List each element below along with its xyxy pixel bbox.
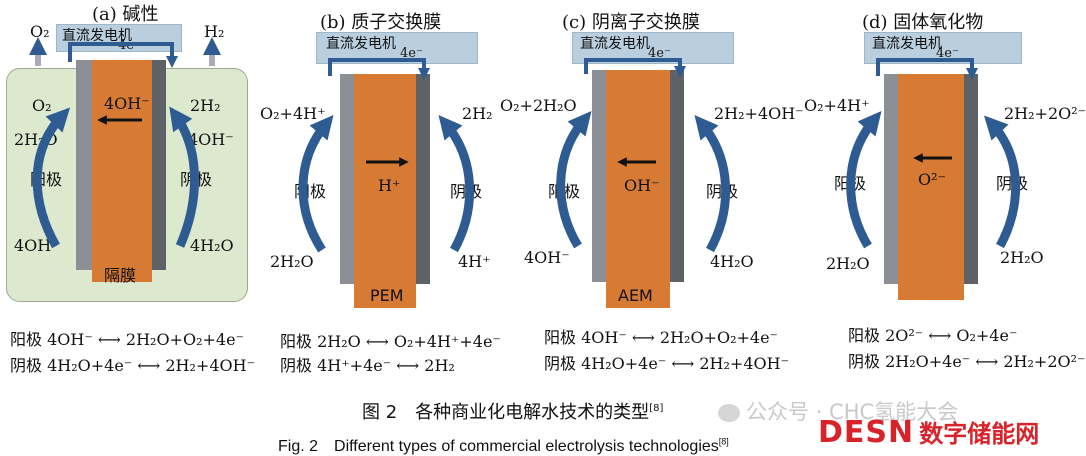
- panel-title: (d) 固体氧化物: [862, 12, 984, 33]
- left-top-species: O₂+4H⁺: [804, 96, 870, 115]
- figure-caption-cn: 图 2 各种商业化电解水技术的类型[8]: [362, 402, 664, 423]
- electron-label: 4e⁻: [648, 46, 671, 61]
- dc-generator: [56, 24, 182, 52]
- generator-label: 直流发电机: [326, 36, 396, 52]
- left-top-species: O₂+4H⁺: [260, 104, 326, 123]
- external-circuit-arrow: [584, 58, 686, 78]
- anode-electrode: [340, 74, 354, 284]
- eq-c-anode: 阳极 4OH⁻ ⟷ 2H₂O+O₂+4e⁻: [544, 328, 778, 347]
- eq-d-cathode: 阴极 2H₂O+4e⁻ ⟷ 2H₂+2O²⁻: [848, 352, 1086, 371]
- gas-out-left: O₂: [30, 22, 50, 41]
- left-bottom-species: 4OH⁻: [524, 248, 570, 267]
- gas-out-right: H₂: [204, 22, 225, 41]
- right-top-species: 2H₂: [190, 96, 221, 115]
- anode-electrode: [884, 74, 898, 284]
- membrane-label: PEM: [370, 286, 404, 305]
- membrane-label: 隔膜: [104, 266, 137, 285]
- right-top-species: 2H₂+2O²⁻: [1004, 104, 1086, 123]
- generator-label: 直流发电机: [872, 36, 942, 52]
- panel-title: (b) 质子交换膜: [320, 12, 442, 33]
- eq-a-anode: 阳极 4OH⁻ ⟷ 2H₂O+O₂+4e⁻: [10, 330, 244, 349]
- watermark: 公众号 · CHC氢能大会: [718, 396, 958, 426]
- brand-logo: DESN 数字储能网: [818, 414, 1039, 450]
- external-circuit-arrow: [68, 42, 178, 68]
- electron-label: 4e⁻: [936, 46, 959, 61]
- cathode-electrode: [670, 70, 684, 282]
- anode-flow-arrow: [846, 111, 882, 249]
- generator-label: 直流发电机: [580, 36, 650, 52]
- right-bottom-species: 4H₂O: [710, 252, 754, 271]
- panel-alkaline: (a) 碱性 直流发电机 4e⁻ O₂ H₂ O₂ 2H₂O 阳极 4OH⁻ 2…: [0, 0, 260, 320]
- cathode-electrode: [416, 74, 430, 284]
- anode-flow-arrow: [32, 107, 71, 249]
- electron-label: 4e⁻: [400, 46, 423, 61]
- eq-b-anode: 阳极 2H₂O ⟷ O₂+4H⁺+4e⁻: [280, 332, 501, 351]
- right-top-species: 2H₂: [462, 104, 493, 123]
- figure-caption-en: Fig. 2 Different types of commercial ele…: [278, 436, 729, 455]
- ion-label: O²⁻: [918, 170, 946, 189]
- eq-d-anode: 阳极 2O²⁻ ⟷ O₂+4e⁻: [848, 326, 1018, 345]
- panel-title: (c) 阴离子交换膜: [562, 12, 700, 33]
- eq-c-cathode: 阴极 4H₂O+4e⁻ ⟷ 2H₂+4OH⁻: [544, 354, 790, 373]
- anode-electrode: [592, 70, 606, 282]
- left-bottom-species: 2H₂O: [270, 252, 314, 271]
- external-circuit-arrow: [328, 58, 430, 80]
- anode-electrode: [76, 60, 92, 270]
- flow-arrows: [29, 37, 1020, 253]
- right-bottom-species: 4H₂O: [190, 236, 234, 255]
- generator-label: 直流发电机: [62, 28, 132, 44]
- wechat-icon: [718, 404, 740, 422]
- right-bottom-species: 4H⁺: [458, 252, 491, 271]
- membrane-label: AEM: [618, 286, 653, 305]
- external-circuit-arrow: [876, 58, 978, 80]
- anode-flow-arrow: [298, 115, 334, 253]
- membrane: [606, 70, 670, 308]
- eq-b-cathode: 阴极 4H⁺+4e⁻ ⟷ 2H₂: [280, 356, 455, 375]
- left-bottom-species: 2H₂O: [826, 254, 870, 273]
- cathode-flow-arrow: [694, 115, 730, 253]
- ion-label: H⁺: [378, 176, 401, 195]
- brand-mark: DESN: [818, 415, 915, 450]
- ion-label: OH⁻: [624, 176, 660, 195]
- cathode-flow-arrow: [438, 115, 474, 253]
- right-top-species: 2H₂+4OH⁻: [714, 104, 804, 123]
- right-mid-species: 4OH⁻: [188, 130, 234, 149]
- eq-a-cathode: 阴极 4H₂O+4e⁻ ⟷ 2H₂+4OH⁻: [10, 356, 256, 375]
- cathode-electrode: [964, 74, 978, 284]
- cathode-electrode: [152, 60, 166, 270]
- anode-flow-arrow: [556, 111, 592, 249]
- cathode-flow-arrow: [984, 115, 1020, 249]
- panel-pem: (b) 质子交换膜 直流发电机 4e⁻ O₂+4H⁺ 阳极 2H₂O 2H₂ 阴…: [260, 0, 530, 320]
- cathode-flow-arrow: [169, 106, 199, 248]
- membrane: [92, 60, 152, 282]
- membrane: [354, 74, 416, 308]
- left-top-species: O₂+2H₂O: [500, 96, 577, 115]
- brand-name: 数字储能网: [919, 420, 1040, 448]
- panel-title: (a) 碱性: [92, 4, 159, 25]
- ion-label: 4OH⁻: [104, 94, 150, 113]
- right-bottom-species: 2H₂O: [1000, 248, 1044, 267]
- electrolyte-layer: [898, 74, 964, 300]
